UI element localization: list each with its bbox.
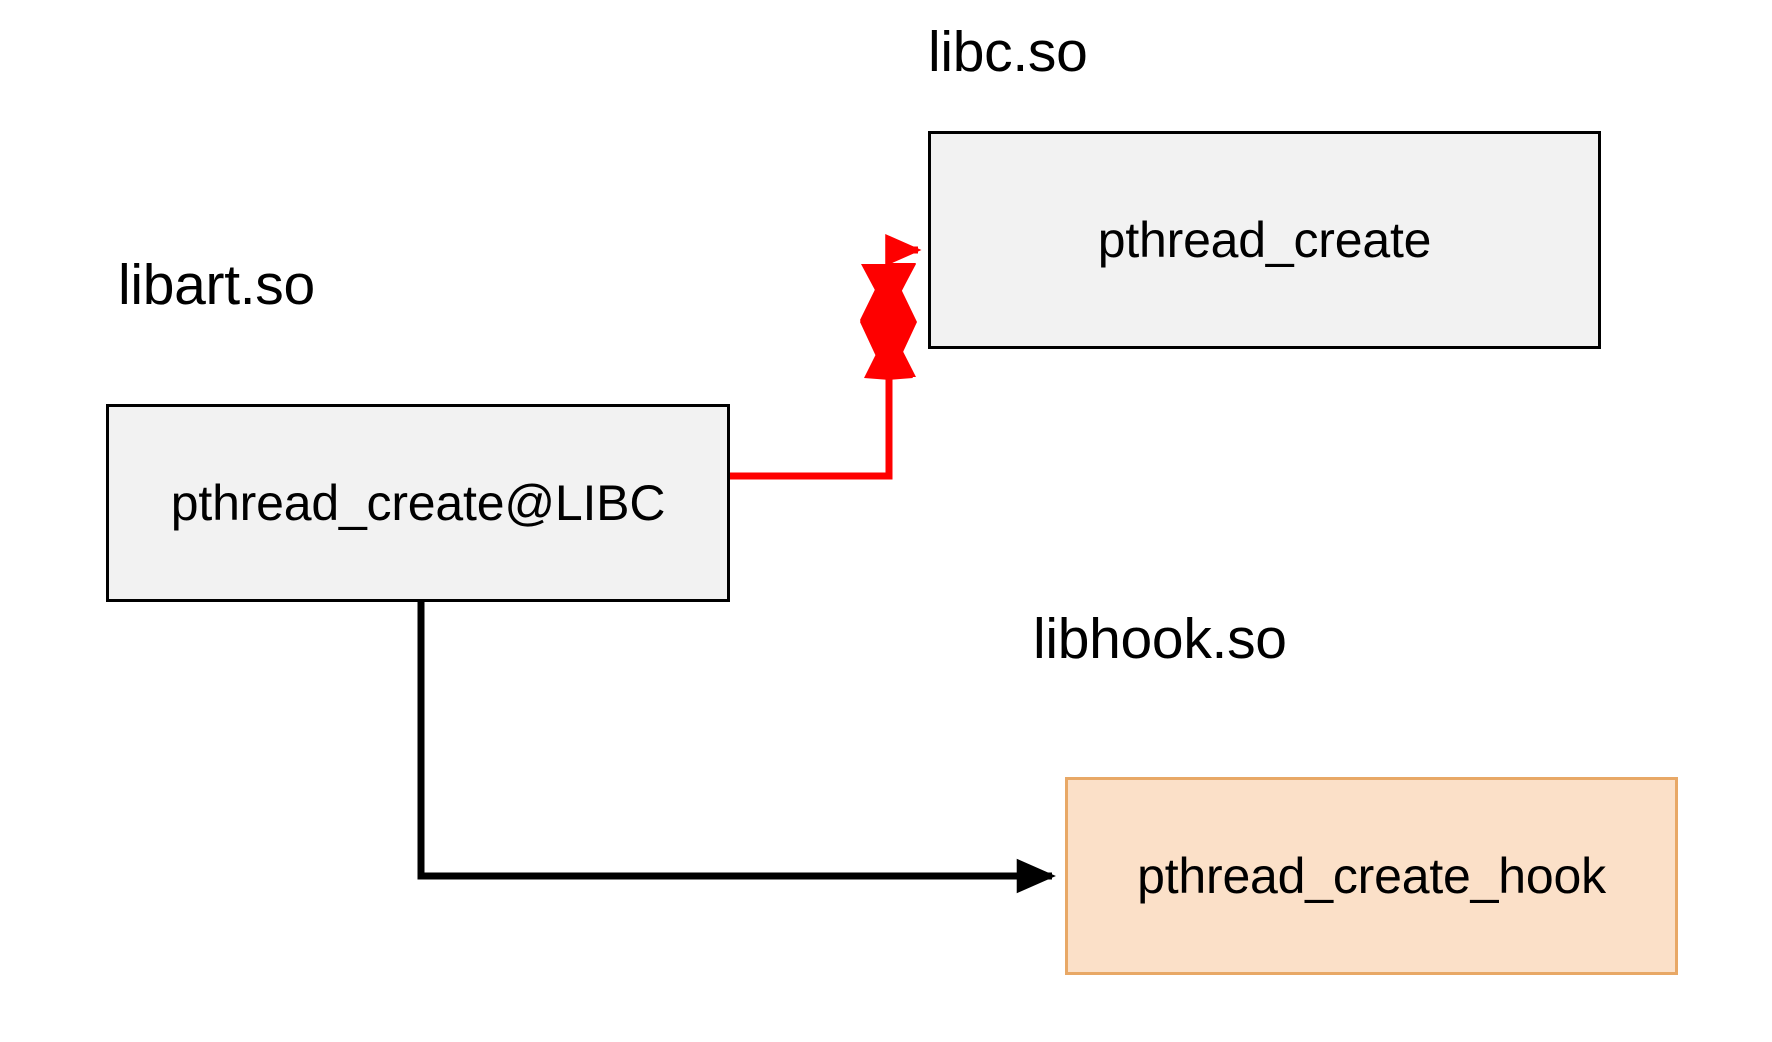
node-libc-pthread-create[interactable]: pthread_create [928,131,1601,349]
module-label-libhook: libhook.so [1033,607,1287,671]
node-label-pthread-create-at-libc: pthread_create@LIBC [170,474,666,531]
node-libart-pthread-create-libc[interactable]: pthread_create@LIBC [106,404,730,602]
blocked-x-icon [860,263,917,380]
edge-libart-to-libc [730,233,922,480]
module-label-libc: libc.so [928,20,1088,84]
node-libhook-pthread-create-hook[interactable]: pthread_create_hook [1065,777,1678,975]
edge-libart-to-libhook [417,602,1056,894]
node-label-pthread-create-hook: pthread_create_hook [1137,847,1606,904]
module-label-libart: libart.so [118,253,315,317]
node-label-pthread-create: pthread_create [1097,211,1432,268]
